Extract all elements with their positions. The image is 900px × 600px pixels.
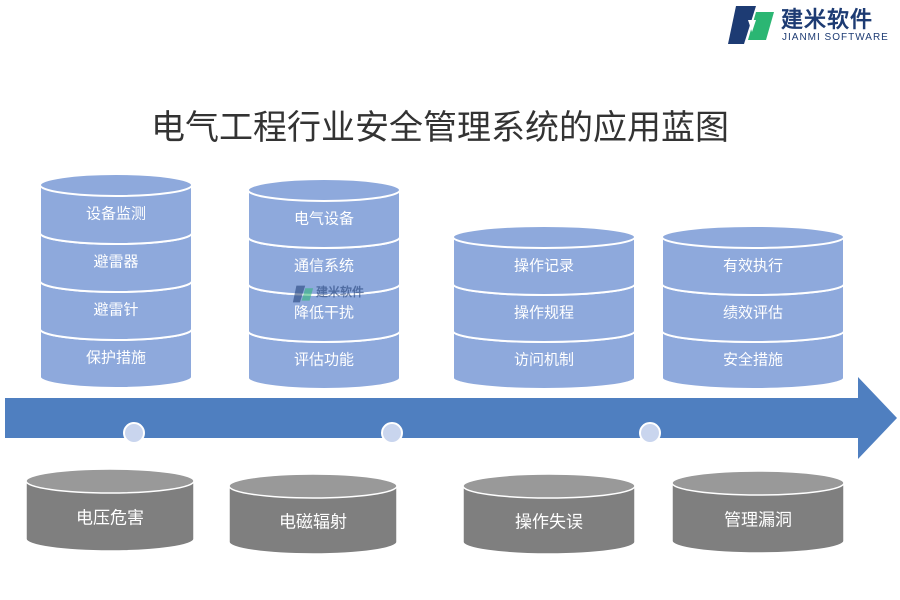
logo-mark-icon xyxy=(728,6,774,44)
stack-3-segment-3 xyxy=(452,330,636,390)
risk-3-body xyxy=(462,485,636,555)
stack-1-segment-4 xyxy=(39,328,193,389)
stack-1-label-3: 避雷针 xyxy=(93,300,139,319)
stack-4-segment-3 xyxy=(661,330,845,390)
stack-3-segment-2 xyxy=(452,283,636,343)
page-title: 电气工程行业安全管理系统的应用蓝图 xyxy=(151,108,729,148)
logo-subtext: JIANMI SOFTWARE xyxy=(782,32,889,43)
risk-3-label: 操作失误 xyxy=(515,512,583,533)
risk-1-body xyxy=(25,480,195,552)
stack-4-label-2: 绩效评估 xyxy=(722,303,784,321)
stack-1-segment-2 xyxy=(39,232,193,293)
brand-logo: 建米软件 JIANMI SOFTWARE xyxy=(726,2,900,48)
timeline-dot-2 xyxy=(381,422,403,444)
logo-text: 建米软件 xyxy=(781,8,874,33)
stack-2-segment-3 xyxy=(247,283,401,343)
stack-2-segment-1 xyxy=(247,189,401,249)
stack-4-segment-1-top xyxy=(661,225,845,249)
stack-1-segment-1 xyxy=(39,184,193,245)
stack-2-segment-2 xyxy=(247,236,401,296)
risk-1-label: 电压危害 xyxy=(76,508,144,529)
timeline-dot-3 xyxy=(639,422,661,444)
stack-2-segment-4 xyxy=(247,330,401,390)
risk-4-top xyxy=(671,470,845,496)
stack-2-label-1: 电气设备 xyxy=(293,209,355,227)
stack-2-label-4: 评估功能 xyxy=(293,350,355,368)
risk-2-body xyxy=(228,485,398,555)
stack-4-segment-2 xyxy=(661,283,845,343)
risk-1-top xyxy=(25,468,195,494)
stack-3-label-1: 操作记录 xyxy=(513,256,575,274)
stack-4-label-1: 有效执行 xyxy=(722,256,784,274)
timeline-arrow xyxy=(5,377,897,459)
risk-4-label: 管理漏洞 xyxy=(724,510,792,531)
stack-1-label-1: 设备监测 xyxy=(85,204,147,223)
stack-3-segment-1-top xyxy=(452,225,636,249)
risk-4-body xyxy=(671,482,845,554)
stack-1-label-4: 保护措施 xyxy=(85,348,147,367)
risk-2-top xyxy=(228,473,398,499)
stack-3-label-3: 访问机制 xyxy=(513,350,575,368)
stack-2-segment-1-top xyxy=(247,178,401,202)
timeline-dot-1 xyxy=(123,422,145,444)
stack-4-label-3: 安全措施 xyxy=(722,350,784,368)
stack-3-label-2: 操作规程 xyxy=(513,303,575,321)
stack-1-segment-1-top xyxy=(39,173,193,197)
risk-2-label: 电磁辐射 xyxy=(279,512,347,533)
stack-2-label-3: 降低干扰 xyxy=(293,303,355,321)
stack-2-label-2: 通信系统 xyxy=(293,256,355,274)
risk-3-top xyxy=(462,473,636,499)
stack-4-segment-1 xyxy=(661,236,845,296)
stack-3-segment-1 xyxy=(452,236,636,296)
stack-1-label-2: 避雷器 xyxy=(93,252,139,271)
stack-1-segment-3 xyxy=(39,280,193,341)
